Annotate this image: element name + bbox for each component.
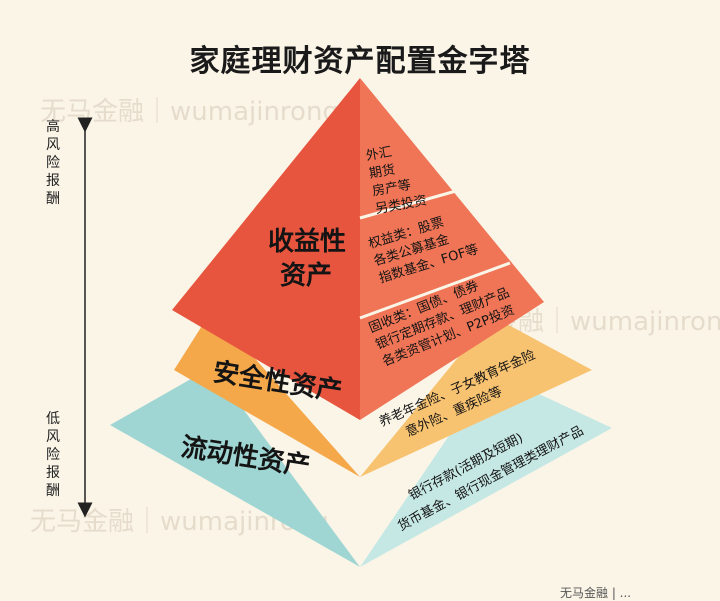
risk-high-label: 高风险报酬: [46, 119, 60, 207]
liquidity-tier-right-face: [360, 372, 612, 567]
income-tier-label: 收益性: [268, 227, 346, 257]
income-tier-label: 资产: [280, 261, 332, 291]
footer-text: 无马金融 | ...: [560, 586, 632, 600]
watermark-text: 无马金融｜wumajinrong: [40, 97, 339, 127]
income-group-1-line: 期货: [368, 161, 396, 181]
risk-low-label: 低风险报酬: [46, 411, 60, 499]
liquidity-tier-left-face: [110, 367, 360, 567]
page-title: 家庭理财资产配置金字塔: [189, 44, 531, 79]
income-tier-left-face: [172, 78, 360, 420]
income-divider-line: [359, 261, 511, 320]
income-divider-line: [359, 189, 457, 220]
income-tier-right-face: [360, 78, 544, 420]
safety-tier-right-face: [360, 316, 592, 477]
income-group-1-line: 房产等: [371, 177, 412, 200]
income-group-1-line: 外汇: [365, 145, 393, 164]
safety-tier-left-face: [174, 310, 360, 477]
